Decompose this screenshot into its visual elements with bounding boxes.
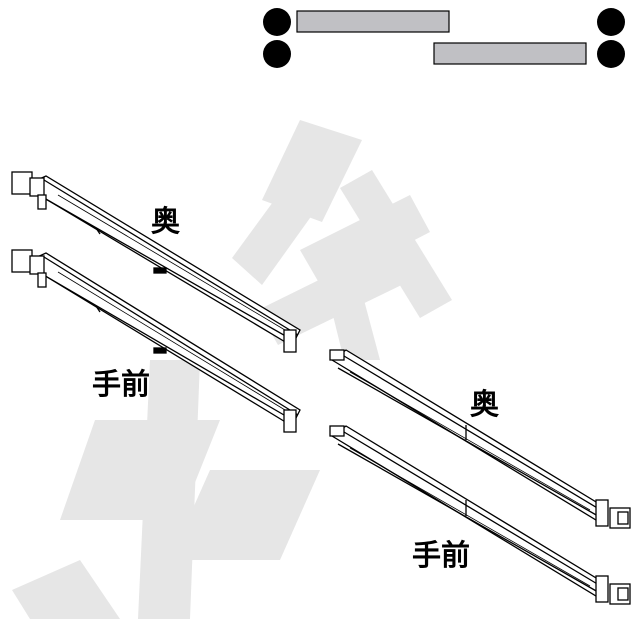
label-back-left: 奥 [151,204,181,238]
label-front-right: 手前 [412,538,471,572]
legend-marker-bottom-right [597,40,625,68]
legend-bar-top [296,10,450,33]
legend-marker-top-right [597,8,625,36]
legend [263,8,625,68]
legend-marker-bottom-left [263,40,291,68]
rail-right-front [329,425,631,605]
legend-bar-bottom [433,42,587,65]
rail-right-back [329,349,631,529]
label-front-left: 手前 [92,367,151,401]
label-back-right: 奥 [470,387,500,421]
legend-marker-top-left [263,8,291,36]
watermark [12,120,452,619]
rail-left-front [11,249,301,433]
rail-left-back [11,171,301,353]
